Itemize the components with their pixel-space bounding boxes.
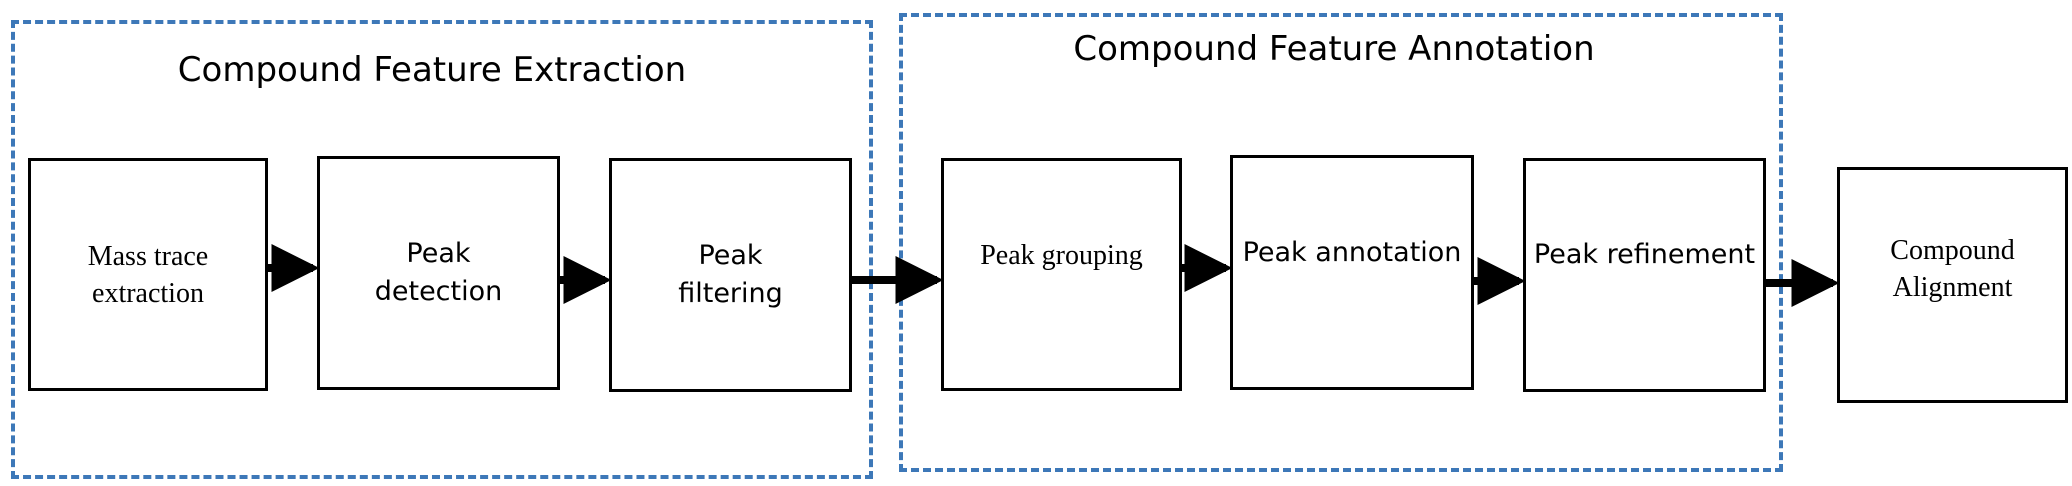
step-peak-refinement: Peak refinement <box>1523 158 1766 392</box>
step-mass-trace-line2: extraction <box>92 277 204 309</box>
step-compound-alignment-line2: Alignment <box>1892 272 2013 303</box>
step-peak-grouping: Peak grouping <box>941 158 1182 391</box>
step-compound-alignment-line1: Compound <box>1890 235 2015 266</box>
step-peak-filtering-line2: filtering <box>678 278 783 309</box>
step-peak-annotation-line1: Peak annotation <box>1242 237 1462 268</box>
extraction-group-title: Compound Feature Extraction <box>177 50 687 90</box>
annotation-group-title: Compound Feature Annotation <box>1073 29 1595 69</box>
extraction-group: Compound Feature Extraction <box>11 20 873 479</box>
step-mass-trace-line1: Mass trace <box>87 240 209 272</box>
step-peak-filtering: Peak filtering <box>609 158 852 392</box>
step-peak-refinement-line1: Peak refinement <box>1533 239 1756 270</box>
step-peak-grouping-line1: Peak grouping <box>980 240 1143 271</box>
step-mass-trace-extraction: Mass trace extraction <box>28 158 268 391</box>
step-peak-annotation: Peak annotation <box>1230 155 1474 390</box>
annotation-group: Compound Feature Annotation <box>899 13 1783 472</box>
step-peak-filtering-line1: Peak <box>698 240 763 271</box>
step-peak-detection: Peak detection <box>317 156 560 390</box>
step-compound-alignment: Compound Alignment <box>1837 167 2068 403</box>
step-peak-detection-line1: Peak <box>406 238 471 269</box>
step-peak-detection-line2: detection <box>374 276 503 307</box>
